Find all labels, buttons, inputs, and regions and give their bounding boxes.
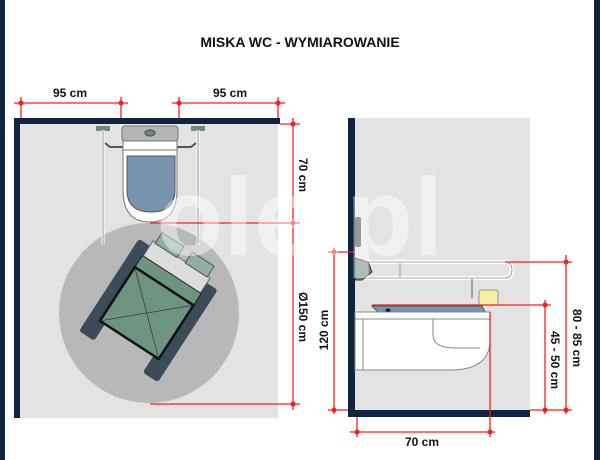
plan-dimensions [14, 97, 300, 410]
toilet-plan [121, 125, 179, 223]
side-view: 120 cm 80 - 85 cm 45 - 50 cm 70 cm [317, 118, 584, 449]
toilet-side [354, 305, 491, 371]
frame-left [0, 0, 5, 460]
plan-left-wall [14, 118, 20, 418]
side-floor [348, 410, 530, 417]
bowl-depth-label: 70 cm [296, 158, 310, 192]
flush-button [355, 217, 361, 247]
toilet-paper-holder [478, 289, 499, 306]
side-wall [348, 118, 355, 417]
watermark: ole.pl [156, 156, 443, 279]
left-clearance-label: 95 cm [53, 86, 87, 100]
plan-top-wall [14, 118, 280, 124]
frame-right [594, 0, 600, 460]
plan-view: 95 cm 95 cm 70 cm Ø150 cm [14, 86, 310, 418]
right-clearance-label: 95 cm [213, 86, 247, 100]
grab-bars-plan [96, 126, 205, 245]
turning-circle-label: Ø150 cm [296, 292, 310, 342]
bowl-projection-label: 70 cm [405, 435, 439, 449]
title: MISKA WC - WYMIAROWANIE [200, 34, 399, 50]
wall-height-label: 120 cm [317, 310, 331, 351]
wheelchair-icon [80, 231, 217, 382]
side-dimensions [328, 248, 572, 437]
grab-bar-height-label: 80 - 85 cm [570, 309, 584, 367]
seat-height-label: 45 - 50 cm [548, 331, 562, 389]
